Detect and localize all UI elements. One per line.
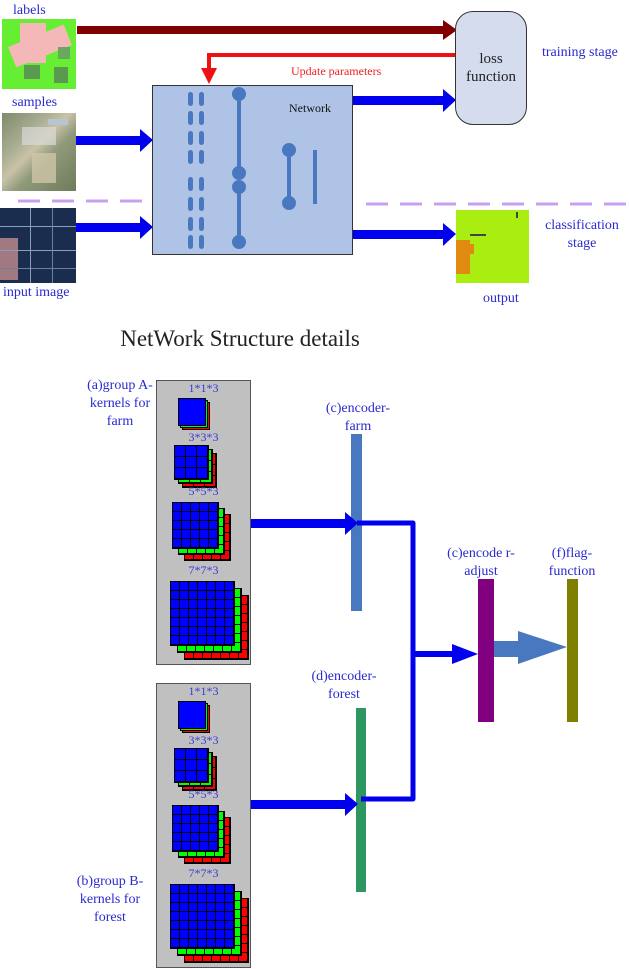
labels-image [2, 19, 76, 89]
network-glyphs [188, 87, 317, 249]
groupa-to-encoder-head [345, 512, 358, 535]
kernel-blue-channel [178, 398, 206, 426]
kernel-size-label: 5*5*3 [188, 787, 219, 801]
adjust-to-flag-shaft [494, 641, 520, 657]
update-arrow-head [201, 68, 217, 84]
merge-to-adjust-head [452, 644, 478, 664]
kernel-size-label: 7*7*3 [188, 866, 219, 880]
kernel-blue-channel [178, 701, 206, 729]
connected-layers [232, 87, 317, 249]
flag-function-bar [567, 579, 578, 722]
input-arrow-shaft [76, 223, 142, 232]
kernel-size-label: 1*1*3 [188, 684, 219, 698]
kernel-size-label: 5*5*3 [188, 484, 219, 498]
samples-caption: samples [12, 95, 58, 110]
input-image-caption: input image [3, 285, 70, 300]
forest-merge-line [361, 654, 416, 802]
network-to-output-shaft [353, 230, 443, 239]
group-b-kernels: 1*1*3 3*3*3 5*5*3 7*7*3 [156, 683, 251, 968]
update-arrow-shaft-h [207, 53, 456, 57]
groupb-to-encoder-shaft [251, 800, 347, 809]
input-arrow-head [140, 216, 153, 239]
classification-stage-label: classification stage [545, 218, 619, 251]
encoder-adjust-label: (c)encode r-adjust [447, 546, 515, 579]
labels-caption: labels [13, 3, 46, 18]
samples-arrow-head [140, 129, 153, 152]
loss-function-label: loss function [466, 51, 516, 85]
output-caption: output [483, 291, 519, 306]
kernel-size-label: 3*3*3 [188, 430, 219, 444]
loss-function-box: loss function [455, 11, 527, 125]
kernel-blue-channel [172, 805, 219, 852]
training-stage-label: training stage [542, 45, 618, 60]
group-a-kernels: 1*1*3 3*3*3 5*5*3 7*7*3 [156, 380, 251, 665]
update-parameters-label: Update parameters [291, 64, 382, 78]
farm-merge-line [357, 520, 416, 654]
input-image [0, 208, 76, 283]
kernel-size-label: 3*3*3 [188, 733, 219, 747]
network-box: Network [152, 85, 353, 255]
samples-image [2, 113, 76, 191]
labels-to-loss-arrow-shaft [77, 26, 447, 34]
dashed-layers [188, 92, 204, 249]
kernel-blue-channel [174, 748, 209, 783]
groupb-to-encoder-head [345, 793, 358, 816]
network-to-loss-head [443, 89, 456, 112]
flag-function-label: (f)flag- function [548, 546, 596, 579]
network-label: Network [289, 101, 331, 115]
encoder-forest-label: (d)encoder- forest [311, 669, 377, 702]
adjust-to-flag-head [518, 631, 567, 664]
update-arrow-shaft-v [207, 53, 211, 71]
encoder-farm-label: (c)encoder- farm [325, 401, 391, 434]
groupa-to-encoder-shaft [251, 519, 347, 528]
kernel-blue-channel [170, 581, 235, 646]
kernel-blue-channel [174, 445, 209, 480]
samples-arrow-shaft [76, 136, 142, 145]
group-a-label: (a)group A- kernels for farm [87, 378, 153, 429]
kernel-size-label: 7*7*3 [188, 563, 219, 577]
kernel-blue-channel [172, 502, 219, 549]
group-b-label: (b)group B- kernels for forest [76, 874, 144, 925]
labels-to-loss-arrow-head [443, 20, 457, 40]
structure-title: NetWork Structure details [120, 326, 360, 351]
merge-to-adjust-shaft [413, 651, 456, 657]
network-to-loss-shaft [353, 96, 443, 105]
kernel-blue-channel [170, 884, 235, 949]
output-image [456, 210, 529, 283]
network-to-output-head [443, 223, 456, 246]
kernel-size-label: 1*1*3 [188, 381, 219, 395]
encoder-adjust-bar [478, 579, 494, 722]
